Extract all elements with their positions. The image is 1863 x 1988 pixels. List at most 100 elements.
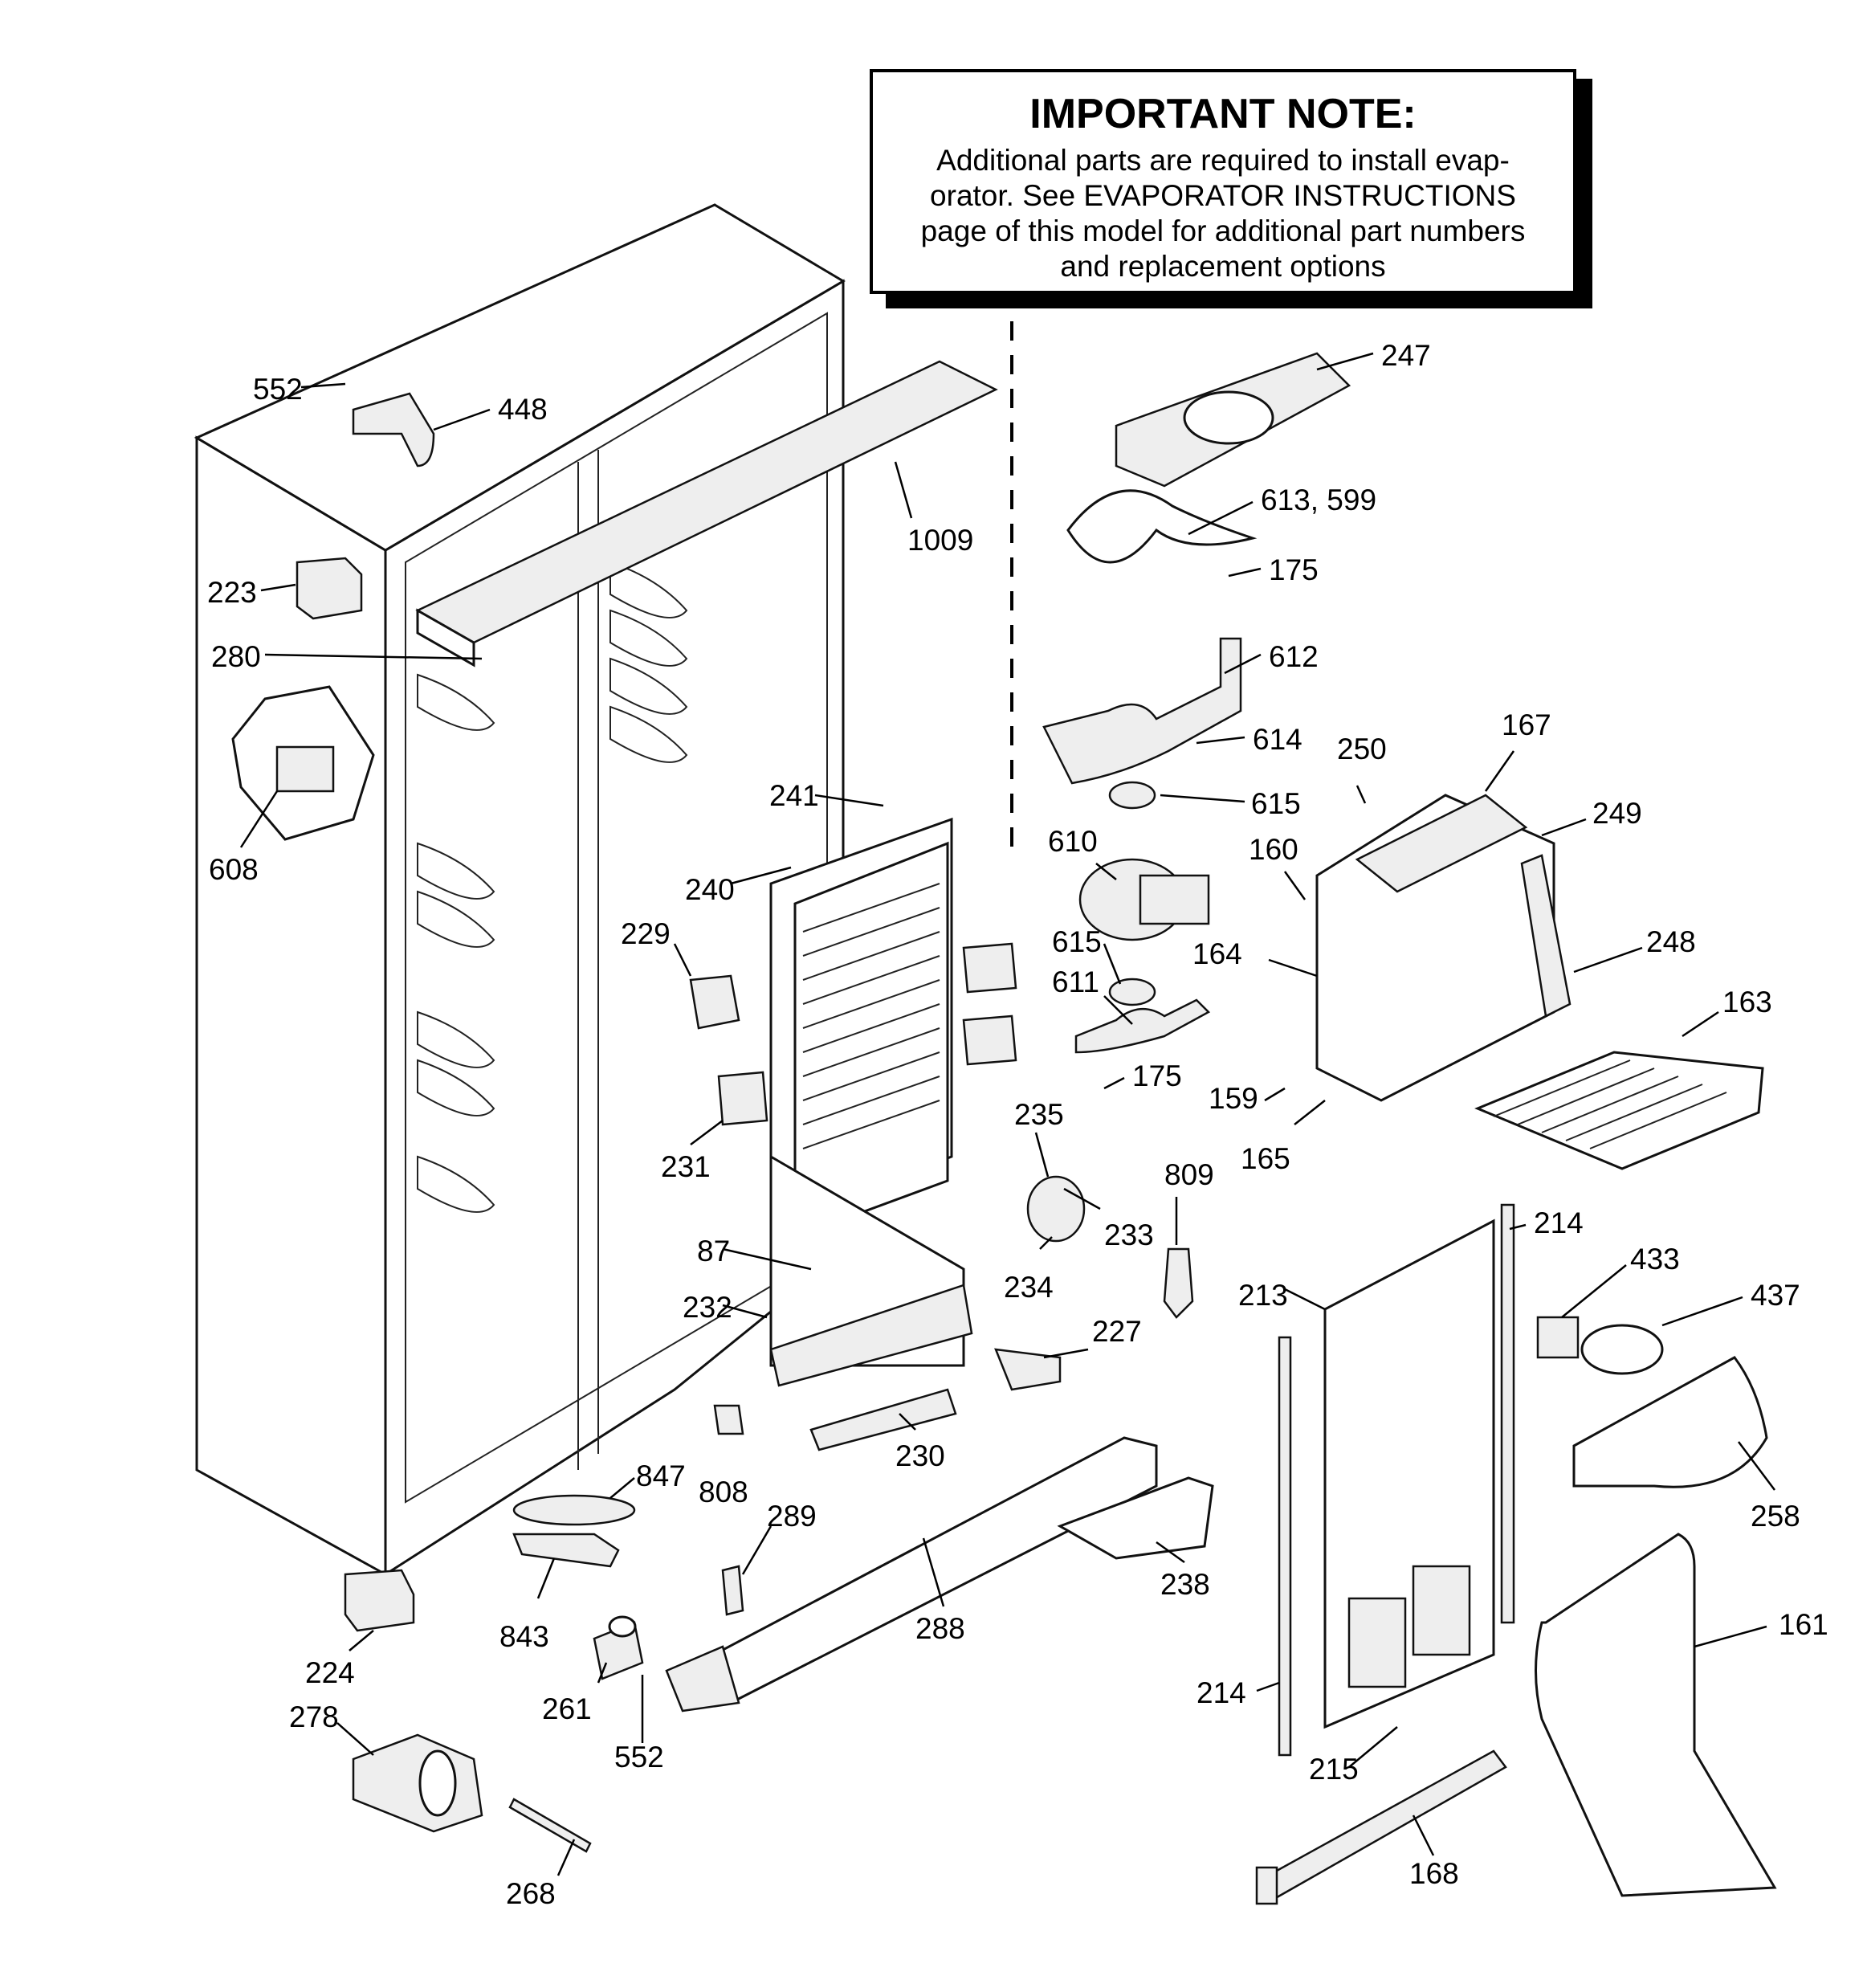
note-line: page of this model for additional part n… bbox=[920, 214, 1526, 247]
callout-label: 227 bbox=[1092, 1315, 1142, 1348]
callout-label: 214 bbox=[1534, 1206, 1584, 1239]
note-line: Additional parts are required to install… bbox=[936, 144, 1510, 177]
fan-blade-613 bbox=[1066, 489, 1258, 564]
grommet-615 bbox=[1108, 781, 1156, 810]
callout-label: 611 bbox=[1052, 965, 1099, 998]
seal-strip-214-right bbox=[1500, 1203, 1515, 1624]
callout-label: 614 bbox=[1253, 723, 1302, 756]
callout-label: 552 bbox=[614, 1741, 664, 1774]
light-socket-433 bbox=[1536, 1316, 1580, 1359]
callout-label: 165 bbox=[1241, 1142, 1290, 1175]
callout-label: 163 bbox=[1722, 986, 1772, 1018]
overload-224 bbox=[344, 1569, 415, 1632]
callout-label: 159 bbox=[1209, 1082, 1258, 1115]
lever-843 bbox=[512, 1533, 620, 1568]
callout-label: 215 bbox=[1309, 1753, 1359, 1786]
callout-label: 230 bbox=[895, 1439, 945, 1472]
callout-label: 613, 599 bbox=[1261, 484, 1376, 516]
top-trim-face bbox=[416, 608, 475, 667]
note-line: and replacement options bbox=[1060, 250, 1386, 283]
fan-motor-housing bbox=[1139, 874, 1210, 925]
note-line: orator. See EVAPORATOR INSTRUCTIONS bbox=[930, 179, 1516, 212]
callout-label: 437 bbox=[1751, 1279, 1800, 1312]
callout-label: 231 bbox=[661, 1150, 711, 1183]
thermistor-809 bbox=[1163, 1247, 1194, 1319]
callout-label: 250 bbox=[1337, 733, 1387, 765]
callout-label: 223 bbox=[207, 576, 257, 609]
callout-label: 847 bbox=[636, 1459, 686, 1492]
callout-label: 175 bbox=[1269, 553, 1319, 586]
callout-label: 87 bbox=[697, 1235, 730, 1268]
drain-trough-230 bbox=[809, 1388, 957, 1451]
callout-label: 289 bbox=[767, 1500, 817, 1533]
kick-plate-161 bbox=[1535, 1533, 1777, 1897]
clip-289 bbox=[721, 1565, 744, 1616]
trim-end-cap bbox=[665, 1645, 740, 1712]
dispenser-housing-167 bbox=[1315, 794, 1555, 1102]
grommet-615-lower bbox=[1108, 978, 1156, 1006]
callout-label: 288 bbox=[915, 1612, 965, 1645]
insulation-block-a bbox=[962, 942, 1017, 994]
note-title: IMPORTANT NOTE: bbox=[1029, 91, 1417, 137]
fan-shroud-ring bbox=[1183, 390, 1274, 445]
note-body: Additional parts are required to install… bbox=[873, 143, 1573, 284]
important-note-box: IMPORTANT NOTE: Additional parts are req… bbox=[870, 69, 1576, 294]
callout-label: 249 bbox=[1592, 797, 1642, 830]
callout-label: 175 bbox=[1132, 1059, 1182, 1092]
callout-label: 608 bbox=[209, 853, 259, 886]
callout-label: 234 bbox=[1004, 1271, 1054, 1304]
grille-163 bbox=[1474, 1051, 1764, 1170]
callout-label: 433 bbox=[1630, 1243, 1680, 1276]
callout-label: 261 bbox=[542, 1692, 592, 1725]
callout-labels: 552 448 1009 223 280 608 241 240 229 231… bbox=[207, 339, 1828, 1910]
hinge-448 bbox=[352, 392, 435, 467]
callout-label: 248 bbox=[1646, 925, 1696, 958]
callout-label: 610 bbox=[1048, 825, 1098, 858]
callout-label: 241 bbox=[769, 779, 819, 812]
callout-label: 235 bbox=[1014, 1098, 1064, 1131]
callout-label: 278 bbox=[289, 1700, 339, 1733]
bracket-bar-168 bbox=[1259, 1749, 1507, 1901]
callout-label: 167 bbox=[1502, 708, 1551, 741]
callout-label: 224 bbox=[305, 1656, 355, 1689]
heater-clip-229 bbox=[689, 974, 740, 1030]
light-shield-258 bbox=[1572, 1356, 1768, 1488]
callout-label: 240 bbox=[685, 873, 735, 906]
relay-223 bbox=[296, 557, 363, 620]
hinge-pin bbox=[608, 1615, 637, 1638]
callout-label: 843 bbox=[499, 1620, 549, 1653]
switch-608 bbox=[275, 745, 335, 793]
screw-268 bbox=[508, 1798, 592, 1853]
callout-label: 552 bbox=[253, 373, 303, 406]
bracket-238 bbox=[1057, 1476, 1214, 1560]
callout-label: 615 bbox=[1052, 925, 1102, 958]
callout-label: 213 bbox=[1238, 1279, 1288, 1312]
callout-label: 268 bbox=[506, 1877, 556, 1910]
callout-label: 247 bbox=[1381, 339, 1431, 372]
cover-vent-right bbox=[1412, 1565, 1471, 1656]
callout-label: 280 bbox=[211, 640, 261, 673]
motor-bracket-611 bbox=[1074, 998, 1211, 1054]
callout-label: 160 bbox=[1249, 833, 1298, 866]
callout-label: 233 bbox=[1104, 1219, 1154, 1251]
bottom-trim-288 bbox=[697, 1436, 1158, 1704]
spring-847 bbox=[512, 1494, 636, 1526]
callout-label: 809 bbox=[1164, 1158, 1214, 1191]
callout-label: 258 bbox=[1751, 1500, 1800, 1533]
leader-lines bbox=[239, 352, 1775, 1876]
insulation-block-b bbox=[962, 1014, 1017, 1066]
callout-label: 808 bbox=[699, 1476, 748, 1508]
light-bulb-437 bbox=[1580, 1324, 1664, 1375]
callout-label: 238 bbox=[1160, 1568, 1210, 1601]
callout-label: 168 bbox=[1409, 1857, 1459, 1890]
callout-label: 448 bbox=[498, 393, 548, 426]
clip-808 bbox=[713, 1404, 744, 1435]
roller-assembly-278 bbox=[352, 1733, 483, 1833]
motor-bracket-612 bbox=[1042, 637, 1242, 785]
wire-harness-227 bbox=[994, 1348, 1062, 1391]
insulation-231 bbox=[717, 1071, 768, 1126]
callout-label: 1009 bbox=[907, 524, 973, 557]
bracket-bar-tab bbox=[1255, 1866, 1278, 1905]
callout-label: 612 bbox=[1269, 640, 1319, 673]
